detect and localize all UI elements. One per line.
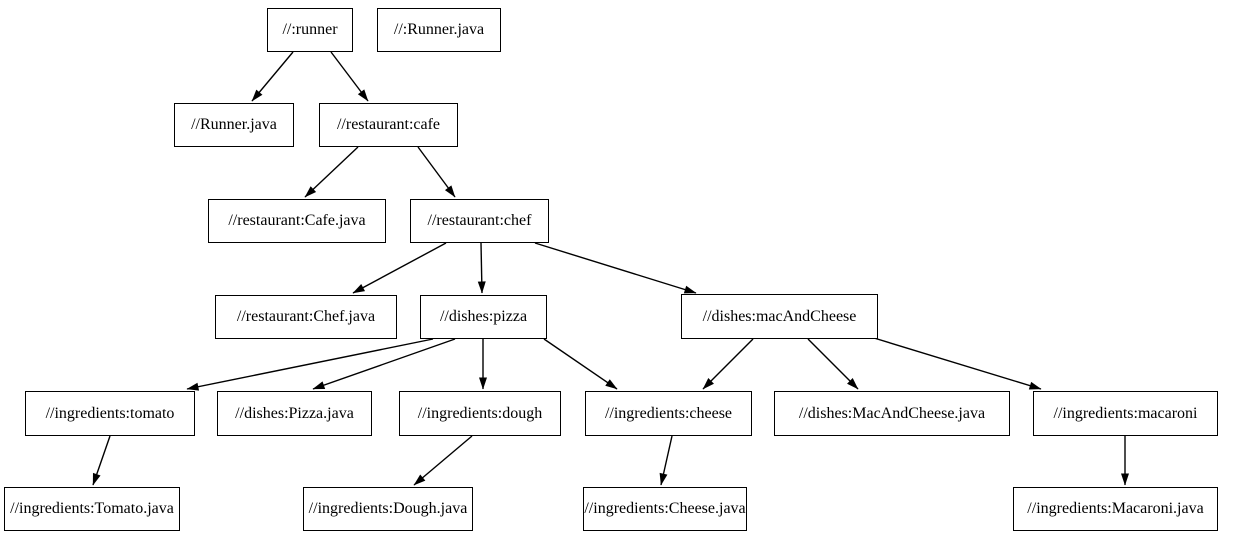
node-mac-and-cheese: //dishes:macAndCheese <box>681 294 878 339</box>
edge-mac-and-cheese-to-cheese <box>702 338 754 390</box>
node-dough-java: //ingredients:Dough.java <box>303 487 473 531</box>
edge-runner-to-runner-java <box>251 51 294 102</box>
node-mac-and-cheese-java: //dishes:MacAndCheese.java <box>774 391 1010 436</box>
node-chef-java: //restaurant:Chef.java <box>215 295 397 339</box>
edge-mac-and-cheese-to-mac-java <box>807 338 859 390</box>
edge-pizza-to-cheese <box>543 338 618 390</box>
node-chef: //restaurant:chef <box>410 199 549 243</box>
edge-chef-to-mac-and-cheese <box>534 242 697 294</box>
edge-mac-and-cheese-to-macaroni <box>873 337 1042 390</box>
node-dough: //ingredients:dough <box>399 391 561 436</box>
node-cheese-java: //ingredients:Cheese.java <box>583 487 747 531</box>
edge-runner-to-cafe <box>330 51 369 102</box>
node-cafe: //restaurant:cafe <box>319 103 458 147</box>
edge-cafe-to-cafe-java <box>304 146 359 198</box>
edge-cheese-to-cheese-java <box>659 435 673 486</box>
node-runner: //:runner <box>267 8 353 52</box>
edge-chef-to-pizza <box>477 242 486 294</box>
node-runner-java: //Runner.java <box>174 103 294 147</box>
node-tomato: //ingredients:tomato <box>25 391 195 436</box>
node-macaroni-java: //ingredients:Macaroni.java <box>1013 487 1218 531</box>
node-runner-java-root: //:Runner.java <box>377 8 501 52</box>
edge-tomato-to-tomato-java <box>92 435 111 486</box>
node-pizza: //dishes:pizza <box>420 295 547 339</box>
node-pizza-java: //dishes:Pizza.java <box>217 391 372 436</box>
edge-cafe-to-chef <box>417 146 456 198</box>
node-cafe-java: //restaurant:Cafe.java <box>208 199 386 243</box>
edge-chef-to-chef-java <box>352 242 447 294</box>
edge-pizza-to-pizza-java <box>312 338 456 390</box>
edge-dough-to-dough-java <box>413 435 473 486</box>
edge-pizza-to-tomato <box>186 338 434 391</box>
node-cheese: //ingredients:cheese <box>585 391 752 436</box>
node-tomato-java: //ingredients:Tomato.java <box>4 487 180 531</box>
node-macaroni: //ingredients:macaroni <box>1033 391 1218 436</box>
